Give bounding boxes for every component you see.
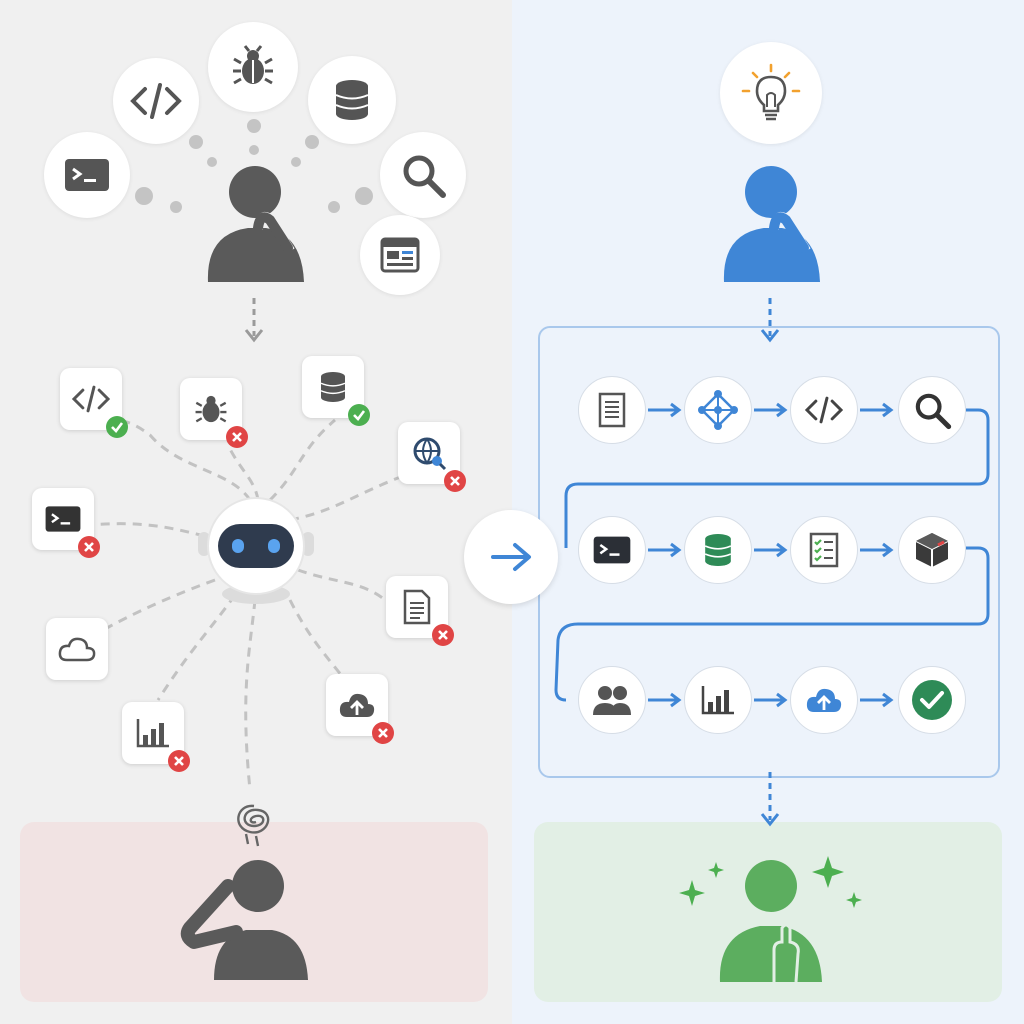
cloud-icon [58, 637, 96, 662]
scattered-tool-tile [122, 702, 190, 772]
package-icon [915, 533, 949, 567]
globe-search-icon [413, 437, 447, 471]
confused-person-icon [180, 860, 308, 980]
success-badge [348, 404, 370, 426]
document-icon [598, 392, 626, 428]
search-icon [915, 393, 952, 430]
database-icon [320, 372, 346, 402]
scribble-icon [237, 804, 270, 847]
thinking-person-blue-icon [723, 166, 820, 282]
error-badge [372, 722, 394, 744]
bug-icon [195, 395, 227, 423]
thinking-person-icon [207, 166, 304, 282]
scattered-tool-tile [46, 618, 108, 680]
cloud-upload-icon [806, 688, 842, 712]
code-icon [130, 83, 182, 119]
transition-arrow [464, 510, 558, 604]
checklist-icon [809, 532, 839, 568]
scattered-tool-tile [398, 422, 466, 492]
tool-bubble [44, 132, 130, 218]
success-badge [106, 416, 128, 438]
pipeline-step [578, 666, 646, 734]
pipeline-step [790, 666, 858, 734]
database-icon [335, 80, 369, 120]
pipeline-step [684, 666, 752, 734]
error-badge [432, 624, 454, 646]
tool-bubble [308, 56, 396, 144]
error-badge [78, 536, 100, 558]
pipeline-step [898, 376, 966, 444]
tool-bubble [380, 132, 466, 218]
pipeline-step [578, 376, 646, 444]
idea-bubble [720, 42, 822, 144]
scattered-tool-tile [326, 674, 394, 744]
tool-bubble [360, 215, 440, 295]
scattered-tool-tile [60, 368, 128, 438]
workflow-icon [698, 390, 738, 430]
database-icon [704, 534, 732, 566]
pipeline-step [898, 666, 966, 734]
tool-bubble [113, 58, 199, 144]
sparkle-icon [679, 880, 705, 906]
terminal-icon [65, 159, 109, 191]
document-icon [403, 589, 431, 625]
pipeline-step [684, 516, 752, 584]
browser-window-icon [380, 237, 420, 273]
terminal-icon [593, 536, 631, 564]
check-circle-icon [912, 680, 952, 720]
sparkle-icon [846, 892, 862, 908]
lightbulb-icon [741, 63, 801, 121]
cloud-upload-icon [339, 693, 375, 717]
error-badge [168, 750, 190, 772]
pipeline-step [790, 516, 858, 584]
pipeline-step [790, 376, 858, 444]
bar-chart-icon [701, 686, 734, 715]
code-icon [804, 396, 844, 424]
robot-icon [198, 497, 314, 604]
error-badge [444, 470, 466, 492]
terminal-icon [45, 506, 81, 532]
error-badge [226, 426, 248, 448]
code-icon [71, 385, 111, 413]
scattered-tool-tile [180, 378, 248, 448]
pipeline-step [684, 376, 752, 444]
arrow-right-icon [491, 543, 531, 571]
scattered-tool-tile [32, 488, 100, 558]
scattered-tool-tile [302, 356, 370, 426]
scattered-tool-tile [386, 576, 454, 646]
bar-chart-icon [136, 719, 169, 748]
bug-icon [233, 45, 273, 85]
pipeline-step [898, 516, 966, 584]
search-icon [403, 155, 446, 198]
happy-person-icon [679, 856, 862, 983]
sparkle-icon [708, 862, 724, 878]
users-icon [593, 686, 631, 715]
sparkle-icon [812, 856, 844, 888]
tool-bubble [208, 22, 298, 112]
pipeline-step [578, 516, 646, 584]
